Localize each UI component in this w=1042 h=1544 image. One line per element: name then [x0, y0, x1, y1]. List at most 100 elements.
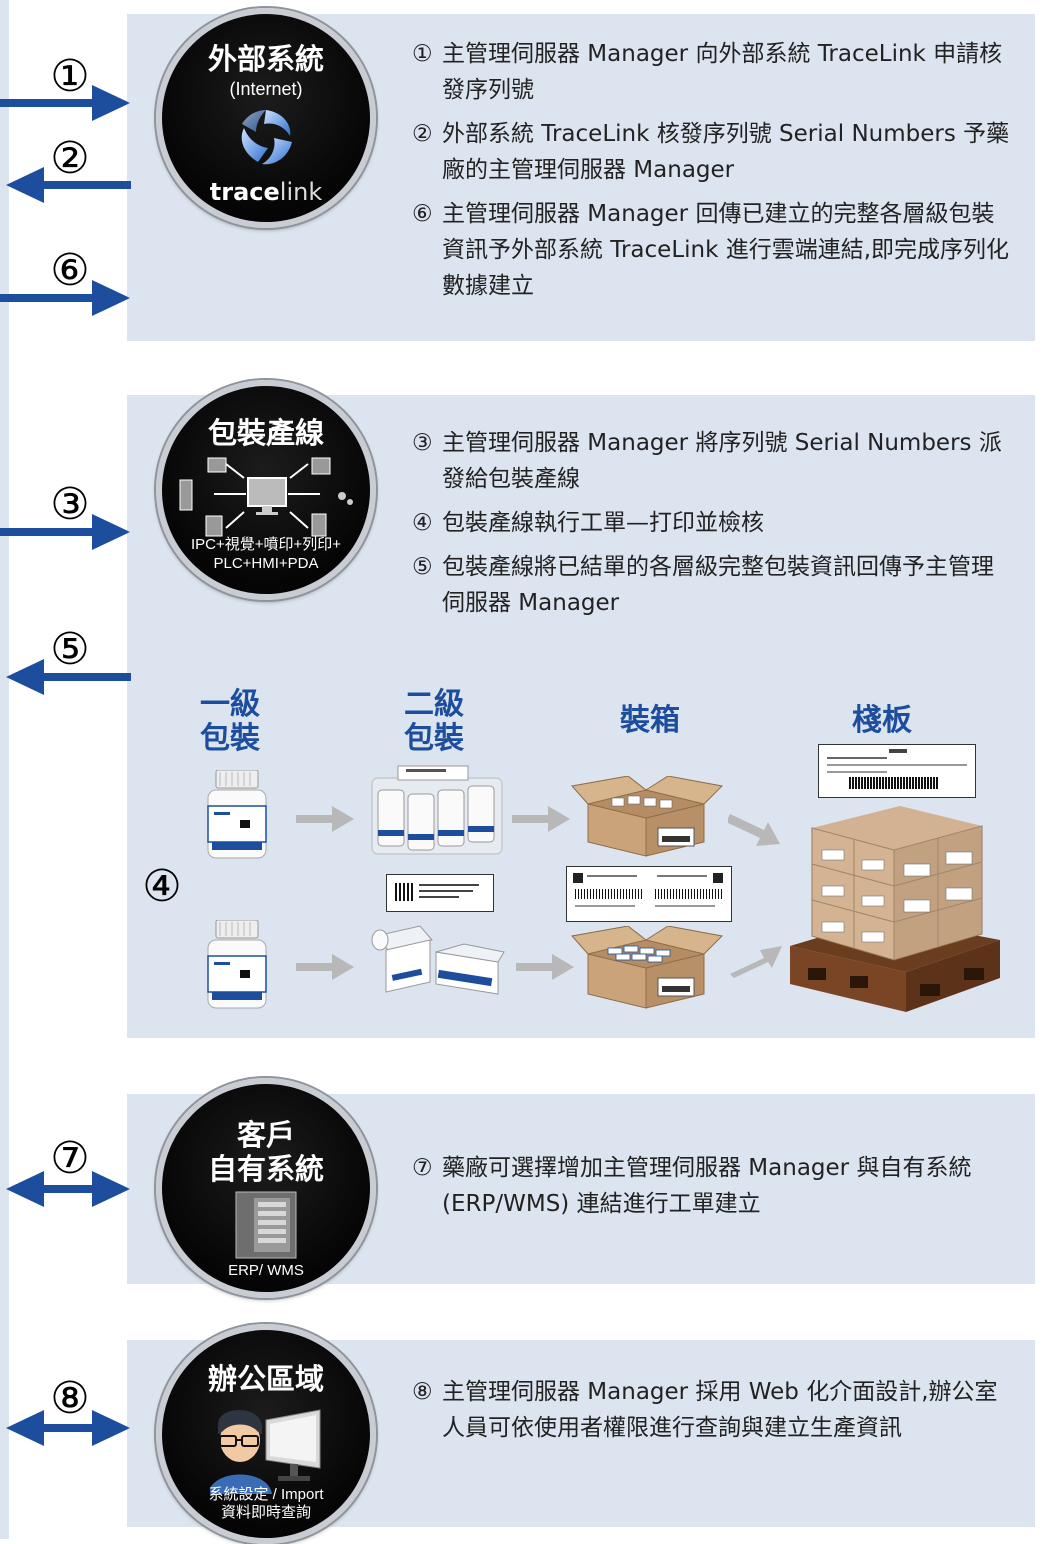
circle-subtitle: ERP/ WMS [228, 1262, 304, 1279]
step-number-8: ⑧ [50, 1373, 90, 1424]
level-label-primary: 一級 包裝 [170, 688, 290, 756]
flow-arrow-icon [512, 806, 570, 832]
label-line [827, 757, 887, 759]
label-line [889, 749, 907, 753]
desc-num: ③ [412, 430, 433, 456]
packaging-description: ③ 主管理伺服器 Manager 將序列號 Serial Numbers 派發給包… [412, 425, 1012, 629]
server-icon [235, 1191, 297, 1259]
label-line [827, 771, 887, 773]
desc-text: 包裝產線將已結單的各層級完整包裝資訊回傳予主管理伺服器 Manager [442, 554, 994, 616]
circle-subtitle-2: 資料即時查詢 [220, 1504, 311, 1521]
bottle-icon [207, 920, 267, 1009]
step-number-1: ① [50, 51, 90, 102]
arrow-bidirectional-8 [6, 1410, 130, 1446]
desc-num: ④ [412, 510, 433, 536]
step-number-3: ③ [50, 479, 90, 530]
desc-line-3: ③ 主管理伺服器 Manager 將序列號 Serial Numbers 派發給包… [412, 425, 1012, 497]
step-number-2: ② [50, 133, 90, 184]
desc-num: ① [412, 41, 433, 67]
label-line [419, 896, 459, 898]
desc-num: ⑤ [412, 554, 433, 580]
flow-arrow-icon [296, 806, 354, 832]
step-number-6: ⑥ [50, 245, 90, 296]
desc-text: 主管理伺服器 Manager 將序列號 Serial Numbers 派發給包裝… [442, 430, 1002, 492]
case-box-icon [571, 926, 724, 1009]
label-line [587, 875, 637, 877]
desc-line-2: ② 外部系統 TraceLink 核發序列號 Serial Numbers 予藥廠… [412, 116, 1012, 188]
flow-arrow-icon [730, 946, 782, 978]
desc-text: 主管理伺服器 Manager 回傳已建立的完整各層級包裝資訊予外部系統 Trac… [442, 201, 1010, 299]
arrow-bidirectional-7 [6, 1171, 130, 1207]
arrow-left-5 [6, 659, 131, 695]
desc-text: 外部系統 TraceLink 核發序列號 Serial Numbers 予藥廠的… [442, 121, 1010, 183]
bottle-icon [207, 770, 267, 859]
circle-subtitle-2: PLC+HMI+PDA [213, 555, 319, 572]
step-number-7: ⑦ [50, 1133, 90, 1184]
level-label-secondary: 二級 包裝 [374, 688, 494, 756]
datamatrix-icon [395, 883, 413, 901]
desc-num: ⑥ [412, 201, 433, 227]
case-label-card [566, 866, 732, 922]
level-label-line1: 棧板 [852, 703, 912, 738]
desc-line-5: ⑤ 包裝產線將已結單的各層級完整包裝資訊回傳予主管理伺服器 Manager [412, 549, 1012, 621]
circle-title: 包裝產線 [207, 416, 324, 450]
desc-num: ② [412, 121, 433, 147]
desc-line-6: ⑥ 主管理伺服器 Manager 回傳已建立的完整各層級包裝資訊予外部系統 Tra… [412, 196, 1012, 304]
arrow-right-3 [0, 514, 130, 550]
desc-line-1: ① 主管理伺服器 Manager 向外部系統 TraceLink 申請核發序列號 [412, 36, 1012, 108]
carton-pack-icon [371, 925, 505, 995]
desc-num: ⑦ [412, 1155, 433, 1181]
arrow-left-2 [6, 167, 131, 203]
circle-subtitle-1: IPC+視覺+噴印+列印+ [190, 536, 342, 553]
left-edge-bar [0, 0, 9, 1539]
flow-arrow-icon [516, 954, 574, 980]
logo-light-part: link [279, 178, 323, 206]
circle-customer-system: 客戶 自有系統 ERP/ WMS [156, 1078, 376, 1298]
logo-bold-part: trace [209, 178, 280, 206]
datamatrix-icon [573, 873, 583, 883]
circle-title: 外部系統 [207, 42, 324, 76]
packaging-devices-icon [179, 457, 353, 537]
label-line [655, 905, 715, 907]
circle-title: 辦公區域 [207, 1362, 324, 1396]
case-box-icon [571, 776, 724, 857]
label-line [419, 890, 473, 892]
desc-text: 包裝產線執行工單—打印並檢核 [442, 510, 764, 536]
tracelink-swirl-icon [241, 110, 292, 165]
tracelink-logo: tracelink [162, 178, 370, 206]
pallet-label-card [818, 744, 976, 798]
desc-text: 主管理伺服器 Manager 向外部系統 TraceLink 申請核發序列號 [442, 41, 1003, 103]
level-label-line1: 裝箱 [620, 703, 680, 738]
level-label-case: 裝箱 [590, 704, 710, 738]
label-line [827, 764, 967, 766]
desc-line-7: ⑦ 藥廠可選擇增加主管理伺服器 Manager 與自有系統 (ERP/WMS) 連… [412, 1150, 1012, 1222]
office-worker-icon [210, 1409, 321, 1494]
label-line [575, 905, 635, 907]
circle-packaging-line: 包裝產線 IPC+視覺+噴印+列印+ PLC+HMI+PDA [156, 380, 376, 600]
flow-arrow-icon [728, 814, 780, 846]
desc-line-4: ④ 包裝產線執行工單—打印並檢核 [412, 505, 1012, 541]
level-label-line1: 一級 [200, 687, 260, 722]
shrink-bundle-icon [371, 765, 503, 855]
label-line [657, 875, 707, 877]
customer-description: ⑦ 藥廠可選擇增加主管理伺服器 Manager 與自有系統 (ERP/WMS) 連… [412, 1150, 1012, 1230]
circle-title-line1: 客戶 [236, 1118, 295, 1152]
level-label-line1: 二級 [404, 687, 464, 722]
circle-subtitle: (Internet) [229, 79, 303, 99]
level-label-line2: 包裝 [404, 721, 464, 756]
circle-office-area: 辦公區域 系統設定 / Import 資料即時查詢 [156, 1324, 376, 1544]
arrow-right-1 [0, 85, 130, 121]
desc-line-8: ⑧ 主管理伺服器 Manager 採用 Web 化介面設計,辦公室人員可依使用者權… [412, 1374, 1012, 1446]
desc-text: 藥廠可選擇增加主管理伺服器 Manager 與自有系統 (ERP/WMS) 連結… [442, 1155, 972, 1217]
desc-text: 主管理伺服器 Manager 採用 Web 化介面設計,辦公室人員可依使用者權限… [442, 1379, 998, 1441]
flow-arrow-icon [296, 954, 354, 980]
secondary-label-card [386, 874, 494, 912]
desc-num: ⑧ [412, 1379, 433, 1405]
barcode-icon [849, 777, 939, 789]
level-label-line2: 包裝 [200, 721, 260, 756]
datamatrix-icon [713, 873, 723, 883]
label-line [419, 884, 479, 886]
barcode-icon [655, 889, 723, 899]
level-label-pallet: 棧板 [822, 704, 942, 738]
